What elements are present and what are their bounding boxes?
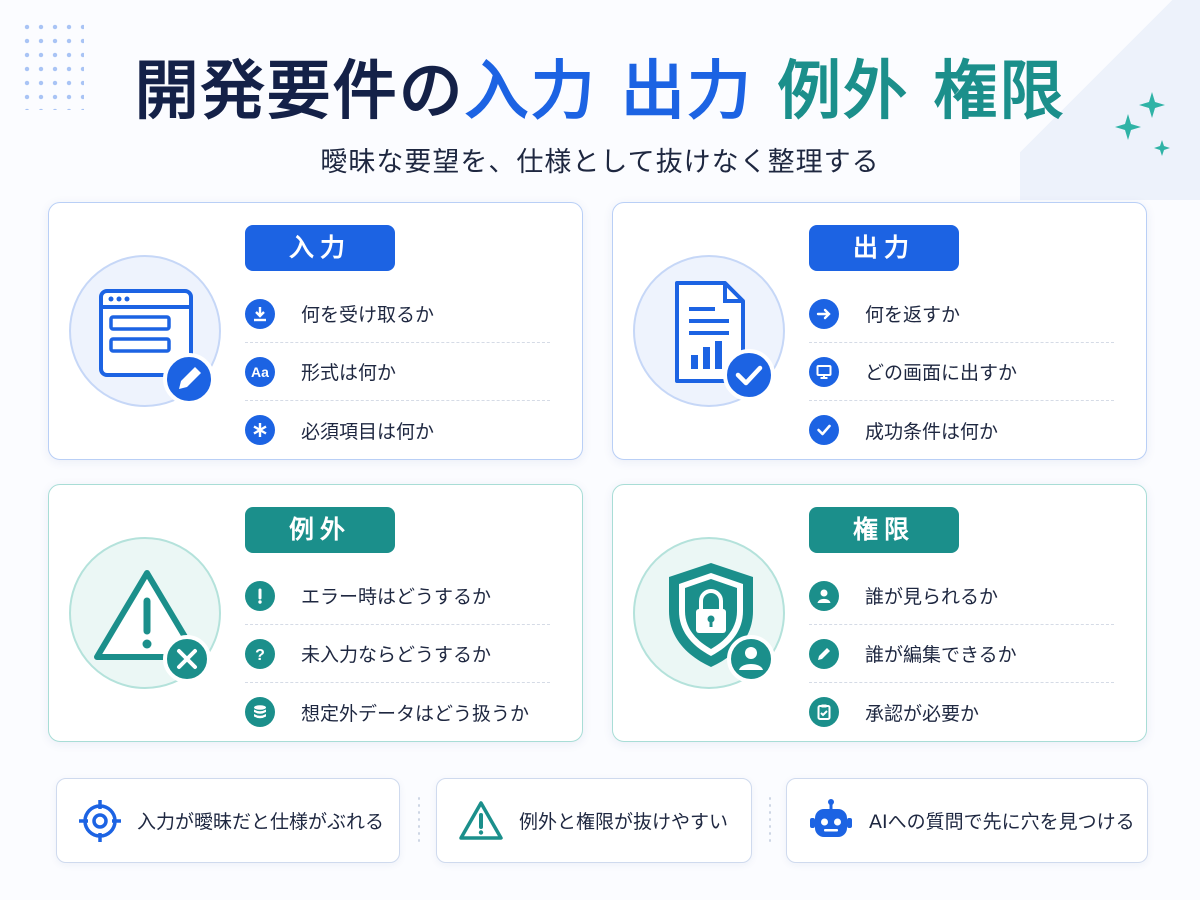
target-icon [79,799,121,842]
list-item: 必須項目は何か [245,401,550,459]
clipboard-check-icon [809,697,839,727]
arrow-right-icon [809,298,839,329]
output-label: 出力 [809,225,959,271]
check-icon [809,415,839,445]
sparkle-icon [1115,92,1170,156]
shield-lock-user-icon [633,537,785,689]
decorative-dot-grid [20,20,84,110]
warning-icon [459,800,503,840]
exclamation-icon [245,580,275,611]
note-ai-questions: AIへの質問で先に穴を見つける [786,778,1148,863]
list-item: 想定外データはどう扱うか [245,683,550,741]
form-window-pencil-icon [69,255,221,407]
asterisk-icon [245,415,275,445]
permission-card: 権限 誰が見られるか 誰が編集できるか 承認が必要か [612,484,1147,742]
input-label: 入力 [245,225,395,271]
list-item: 何を返すか [809,285,1114,343]
report-document-check-icon [633,255,785,407]
question-icon: ? [245,638,275,669]
note-easy-to-miss: 例外と権限が抜けやすい [436,778,752,863]
permission-label: 権限 [809,507,959,553]
list-item: ? 未入力ならどうするか [245,625,550,683]
input-card: 入力 何を受け取るか Aa 形式は何か 必須項目は何か [48,202,583,460]
robot-icon [810,798,852,837]
decorative-corner-shape [1020,0,1200,200]
exception-label: 例外 [245,507,395,553]
download-icon [245,298,275,329]
list-item: Aa 形式は何か [245,343,550,401]
list-item: 成功条件は何か [809,401,1114,459]
svg-text:?: ? [255,647,265,663]
user-icon [809,580,839,611]
list-item: 何を受け取るか [245,285,550,343]
list-item: 誰が編集できるか [809,625,1114,683]
divider [769,795,771,845]
divider [418,795,420,845]
page-title: 開発要件の入力 出力 例外 権限 [134,55,1066,129]
exception-card: 例外 エラー時はどうするか ? 未入力ならどうするか 想定外データはどう扱うか [48,484,583,742]
page-subtitle: 曖昧な要望を、仕様として抜けなく整理する [320,147,880,178]
list-item: エラー時はどうするか [245,567,550,625]
font-aa-icon: Aa [245,356,275,387]
output-card: 出力 何を返すか どの画面に出すか 成功条件は何か [612,202,1147,460]
list-item: 承認が必要か [809,683,1114,741]
pencil-icon [809,638,839,669]
note-ambiguous-input: 入力が曖昧だと仕様がぶれる [56,778,400,863]
svg-text:Aa: Aa [251,364,269,380]
warning-triangle-x-icon [69,537,221,689]
list-item: どの画面に出すか [809,343,1114,401]
list-item: 誰が見られるか [809,567,1114,625]
monitor-icon [809,356,839,387]
database-icon [245,697,275,727]
